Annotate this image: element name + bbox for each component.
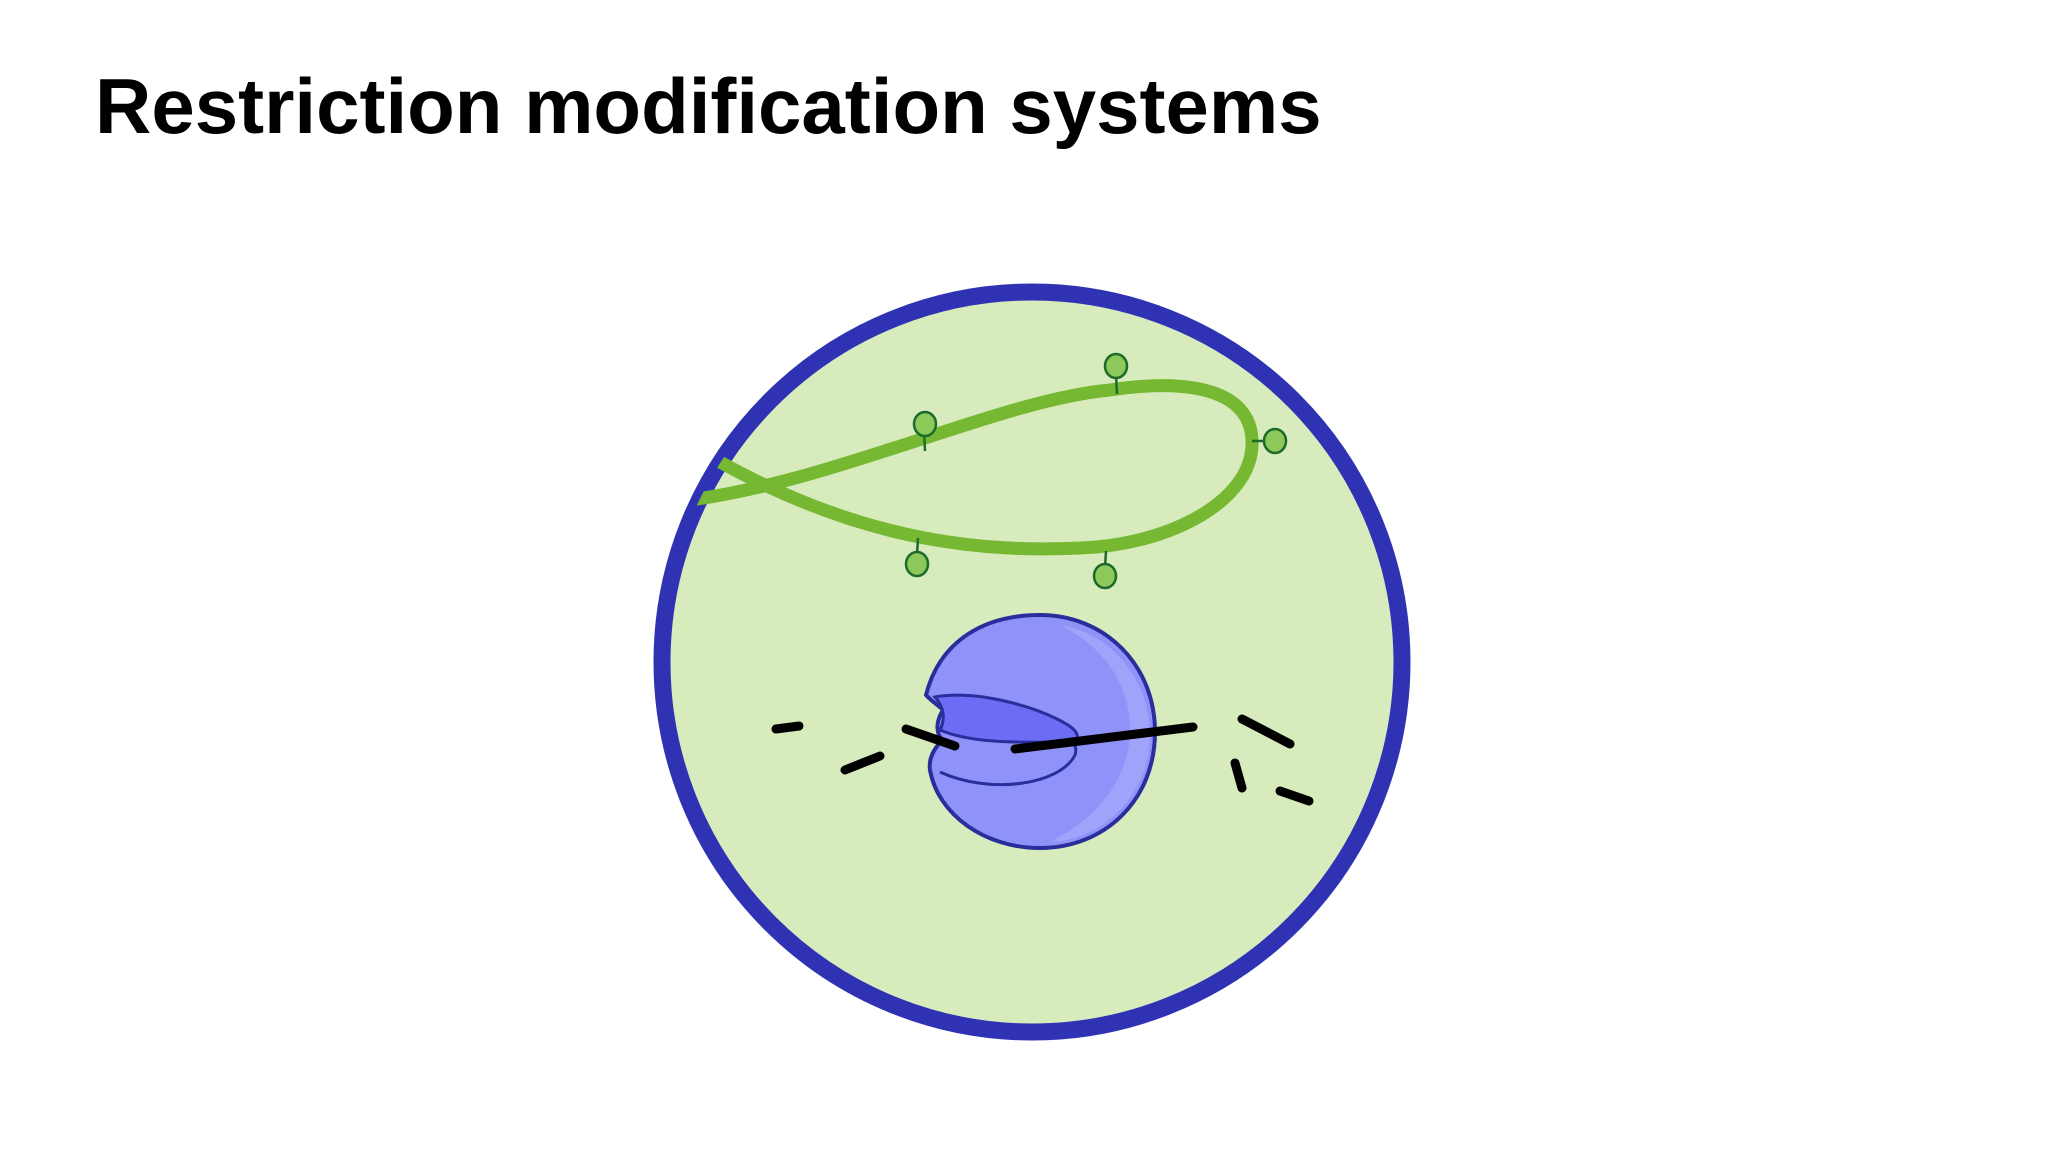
dna-fragment-icon: [1010, 722, 1198, 754]
methyl-tag-group: [904, 352, 1288, 590]
dna-fragment-icon: [771, 721, 804, 734]
methyl-tag-icon: [1092, 550, 1118, 590]
foreign-dna-group: [771, 714, 1314, 806]
dna-fragment-icon: [1237, 714, 1295, 749]
methyl-tag-icon: [912, 410, 938, 452]
dna-fragment-icon: [1230, 758, 1247, 793]
dna-fragment-icon: [840, 751, 885, 775]
dna-fragment-icon: [901, 724, 960, 751]
enzyme-highlight: [1050, 625, 1150, 842]
methyl-tag-icon: [904, 537, 930, 578]
methyl-tag-icon: [1252, 427, 1288, 455]
restriction-enzyme-icon: [923, 612, 1158, 851]
slide-title: Restriction modification systems: [95, 62, 1322, 150]
methyl-tag-icon: [1103, 352, 1129, 395]
dna-fragment-icon: [1275, 786, 1314, 806]
